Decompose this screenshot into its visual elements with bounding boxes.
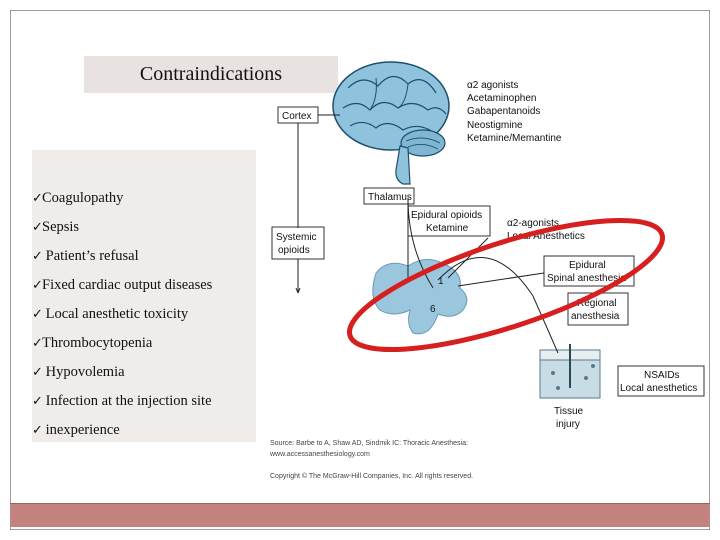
list-item: ✓ inexperience bbox=[32, 416, 256, 445]
drug-neostigmine: Neostigmine bbox=[467, 120, 523, 131]
check-icon: ✓ bbox=[32, 249, 43, 264]
check-icon: ✓ bbox=[32, 423, 43, 438]
nsaids-box bbox=[617, 365, 705, 397]
list-item: ✓ Hypovolemia bbox=[32, 358, 256, 387]
drug-gabapentanoids: Gabapentanoids bbox=[467, 106, 540, 117]
nsaids-label: NSAIDs bbox=[644, 370, 680, 381]
regional-label-line1: Regional bbox=[577, 298, 616, 309]
spinal-cord-illustration: 1 6 bbox=[372, 259, 468, 335]
check-icon: ✓ bbox=[32, 307, 43, 322]
list-item: ✓Coagulopathy bbox=[32, 184, 256, 213]
list-item: ✓ Local anesthetic toxicity bbox=[32, 300, 256, 329]
systemic-label-line1: Systemic bbox=[276, 232, 317, 243]
injury-label: injury bbox=[556, 419, 580, 430]
epidural-opioids-line2: Ketamine bbox=[426, 223, 469, 234]
list-item: ✓ Patient’s refusal bbox=[32, 242, 256, 271]
regional-label-line2: anesthesia bbox=[571, 311, 620, 322]
copyright-text: Copyright © The McGraw-Hill Companies, I… bbox=[270, 472, 473, 480]
alpha2-label: α2-agonists bbox=[507, 218, 559, 229]
footer-bar bbox=[10, 503, 710, 527]
list-item: ✓ Infection at the injection site bbox=[32, 387, 256, 416]
drug-alpha2-agonists: α2 agonists bbox=[467, 80, 518, 91]
epidural-opioids-line1: Epidural opioids bbox=[411, 210, 482, 221]
check-icon: ✓ bbox=[32, 278, 43, 293]
slide-title-text: Contraindications bbox=[139, 63, 283, 85]
list-item: ✓Thrombocytopenia bbox=[32, 329, 256, 358]
svg-text:1: 1 bbox=[438, 276, 444, 287]
spinal-anesthesia-label: Spinal anesthesia bbox=[547, 273, 626, 284]
nsaids-local-label: Local anesthetics bbox=[620, 383, 697, 394]
check-icon: ✓ bbox=[32, 191, 43, 206]
cortex-label: Cortex bbox=[282, 111, 311, 122]
list-item: ✓Sepsis bbox=[32, 213, 256, 242]
drug-ketamine-memantine: Ketamine/Memantine bbox=[467, 133, 562, 144]
check-icon: ✓ bbox=[32, 336, 43, 351]
source-line2: www.accessanesthesiology.com bbox=[269, 451, 370, 458]
source-line1: Source: Barbe to A, Shaw AD, Sindmik IC:… bbox=[270, 440, 468, 447]
tissue-injury-illustration bbox=[539, 344, 601, 399]
check-icon: ✓ bbox=[32, 365, 43, 380]
epidural-label: Epidural bbox=[569, 260, 606, 271]
slide-title: Contraindications bbox=[84, 56, 338, 93]
check-icon: ✓ bbox=[32, 220, 43, 235]
contraindication-list: ✓Coagulopathy ✓Sepsis ✓ Patient’s refusa… bbox=[32, 150, 256, 442]
thalamus-label: Thalamus bbox=[368, 192, 412, 203]
local-anesthetics-label: Local Anesthetics bbox=[507, 231, 585, 242]
highlight-ellipse bbox=[346, 217, 666, 353]
drug-acetaminophen: Acetaminophen bbox=[467, 93, 537, 104]
brain-illustration bbox=[332, 61, 450, 185]
thalamus-box bbox=[363, 187, 415, 205]
systemic-label-line2: opioids bbox=[278, 245, 310, 256]
epidural-opioids-box bbox=[407, 205, 491, 237]
list-item: ✓Fixed cardiac output diseases bbox=[32, 271, 256, 300]
check-icon: ✓ bbox=[32, 394, 43, 409]
svg-text:6: 6 bbox=[430, 304, 436, 315]
pain-pathway-diagram: α2 agonists Acetaminophen Gabapentanoids… bbox=[258, 48, 708, 488]
tissue-label: Tissue bbox=[554, 406, 584, 417]
pathway-lines bbox=[295, 114, 559, 354]
